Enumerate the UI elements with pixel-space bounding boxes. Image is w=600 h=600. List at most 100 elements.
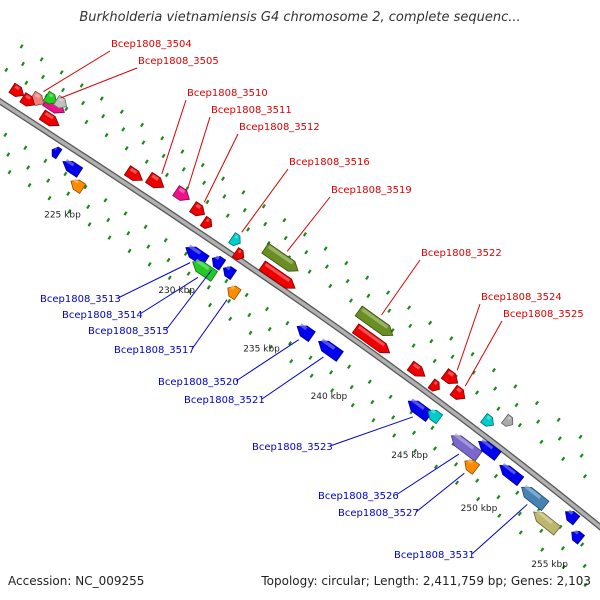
forward-gene-unlabeled-11 [427,378,440,392]
reverse-gene-unlabeled-2-highlight [54,147,58,151]
reverse-gene-leader [165,269,213,331]
forward-gene-Bcep1808_3522-body [354,305,394,336]
forward-gene-unlabeled-12 [480,412,494,427]
reverse-gene-unlabeled-5 [478,439,502,461]
scale-tick [26,165,31,170]
scale-tick [43,158,48,164]
forward-gene-unlabeled-9 [351,323,391,354]
scale-tick [349,384,354,390]
scale-tick [163,237,168,243]
forward-gene-Bcep1808_3524-highlight [447,370,455,377]
scale-tick [180,149,185,154]
scale-tick [206,285,211,290]
tick-layer [3,44,588,588]
scale-tick [143,224,148,230]
scale-tick [345,278,350,284]
scale-tick [181,167,186,172]
scale-tick [432,358,437,364]
scale-tick [330,388,335,393]
reverse-gene-Bcep1808_3517 [227,285,242,301]
scale-tick [121,127,126,132]
forward-gene-unlabeled-2 [38,109,60,127]
forward-gene-Bcep1808_3519 [261,242,299,272]
scale-tick [84,119,89,125]
scale-tick [329,370,334,375]
scale-tick [344,260,349,266]
forward-gene-unlabeled-5 [123,165,144,181]
forward-gene-leader [203,133,239,203]
scale-tick [433,464,439,470]
scale-tick [61,87,66,93]
scale-tick [388,394,393,400]
forward-gene-unlabeled-3 [42,90,57,105]
scale-tick [83,184,88,190]
forward-gene-Bcep1808_3525 [449,384,466,400]
scale-tick [24,80,29,86]
scale-tick [366,293,371,299]
scale-tick [475,478,480,483]
reverse-gene-leader [471,504,528,555]
scale-tick [126,231,131,236]
reverse-gene-Bcep1808_3520 [296,323,316,343]
forward-gene-unlabeled-6 [199,215,213,229]
scale-tick [428,320,433,326]
scale-tick [449,336,454,341]
forward-gene-Bcep1808_3510-body [144,171,165,189]
scale-tick [167,275,172,281]
scale-tick [540,547,545,552]
forward-gene-leader [43,50,111,93]
forward-gene-leader [241,168,289,233]
reverse-gene-Bcep1808_3517-highlight [230,285,236,290]
scale-tick [224,278,229,284]
reverse-gene-Bcep1808_3527 [464,458,481,475]
forward-gene-Bcep1808_3511-body [172,185,190,201]
backbone-line [0,99,600,530]
forward-gene-label: Bcep1808_3525 [503,309,584,320]
forward-gene-leader [286,196,331,252]
reverse-gene-unlabeled-4-body [427,409,444,425]
forward-gene-label: Bcep1808_3524 [481,292,562,303]
reverse-gene-Bcep1808_3526-highlight [453,433,475,450]
reverse-gene-unlabeled-0 [62,158,84,178]
forward-gene-Bcep1808_3516-body [228,232,241,247]
scale-tick [557,436,562,441]
scale-tick [244,292,249,298]
scale-tick [454,480,460,486]
scale-tick [228,316,233,322]
reverse-gene-Bcep1808_3531 [521,484,550,512]
reverse-gene-unlabeled-6 [499,462,525,487]
forward-gene-Bcep1808_3511 [172,185,190,201]
scale-tick [222,194,227,199]
forward-gene-leader [161,99,187,175]
reverse-gene-label: Bcep1808_3514 [62,310,143,321]
forward-gene-unlabeled-3-body [42,90,57,105]
scale-tick [87,222,92,227]
reverse-gene-unlabeled-9 [571,529,586,545]
forward-gene-label: Bcep1808_3512 [239,122,320,133]
scale-tick [200,162,205,168]
scale-tick [268,344,273,350]
scale-tick [27,182,32,188]
scale-tick [371,417,376,423]
scale-tick [67,209,72,214]
scale-tick [578,434,583,440]
reverse-gene-label: Bcep1808_3526 [318,491,399,502]
forward-gene-unlabeled-10-body [406,360,426,377]
scale-tick [308,355,313,361]
scale-tick [406,305,412,310]
scale-tick [430,425,435,431]
axis-kbp-label: 240 kbp [311,392,348,402]
forward-gene-label: Bcep1808_3510 [187,88,268,99]
scale-tick [432,446,438,451]
scale-tick [517,422,522,428]
label-layer: Bcep1808_3504Bcep1808_3505Bcep1808_3510B… [40,39,584,561]
forward-gene-unlabeled-6-highlight [205,218,210,223]
reverse-gene-unlabeled-8-highlight [567,509,574,515]
scale-tick [221,176,226,181]
reverse-gene-label: Bcep1808_3523 [252,442,333,453]
reverse-gene-Bcep1808_3527-body [464,459,481,475]
axis-kbp-label: 230 kbp [158,286,195,296]
forward-gene-Bcep1808_3512-highlight [195,203,202,209]
scale-tick [370,399,375,405]
